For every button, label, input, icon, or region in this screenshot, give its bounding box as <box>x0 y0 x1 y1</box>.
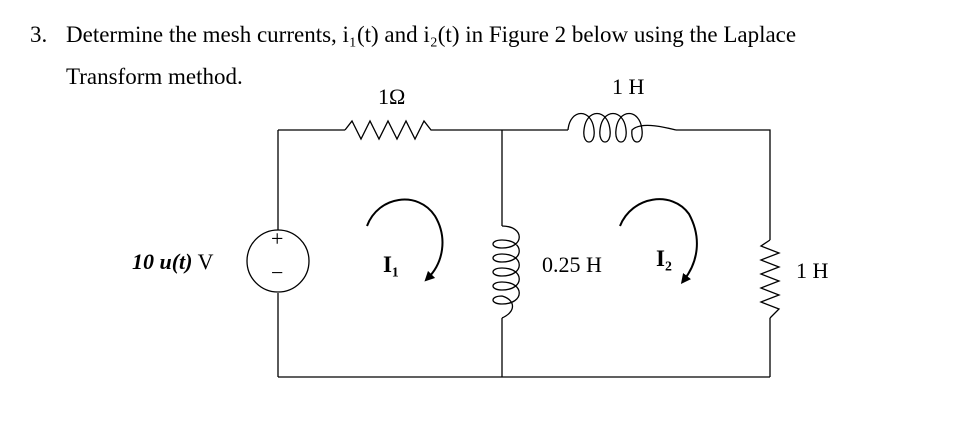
source-label-value: 10 u(t) <box>132 249 193 274</box>
question-text-1: Determine the mesh currents, i₁(t) and i… <box>66 22 797 47</box>
resistor-1ohm <box>344 119 437 141</box>
inductor-middle-label: 0.25 H <box>542 252 602 277</box>
inductor-middle <box>492 225 520 319</box>
source-plus: + <box>271 226 283 251</box>
inductor-top-label: 1 H <box>612 74 645 99</box>
resistor-label: 1Ω <box>378 84 405 109</box>
source-minus: − <box>271 260 283 285</box>
voltage-source <box>246 229 310 293</box>
question-line-2: Transform method. <box>66 64 243 89</box>
question-number: 3. <box>30 22 48 47</box>
inductor-top <box>567 113 677 143</box>
mesh2-label: I₂ <box>656 246 672 271</box>
mesh2-arrow <box>619 198 698 284</box>
inductor-right-label: 1 H <box>796 258 829 283</box>
wire-top-right <box>676 129 771 240</box>
inductor-right <box>759 239 781 319</box>
circuit-wires <box>277 129 771 378</box>
question-line-1: 3. Determine the mesh currents, i₁(t) and… <box>30 22 930 48</box>
mesh1-label: I₁ <box>383 252 399 277</box>
source-label: 10 u(t) V <box>132 249 214 274</box>
source-label-unit: V <box>193 249 214 274</box>
mesh1-arrow <box>366 198 444 282</box>
